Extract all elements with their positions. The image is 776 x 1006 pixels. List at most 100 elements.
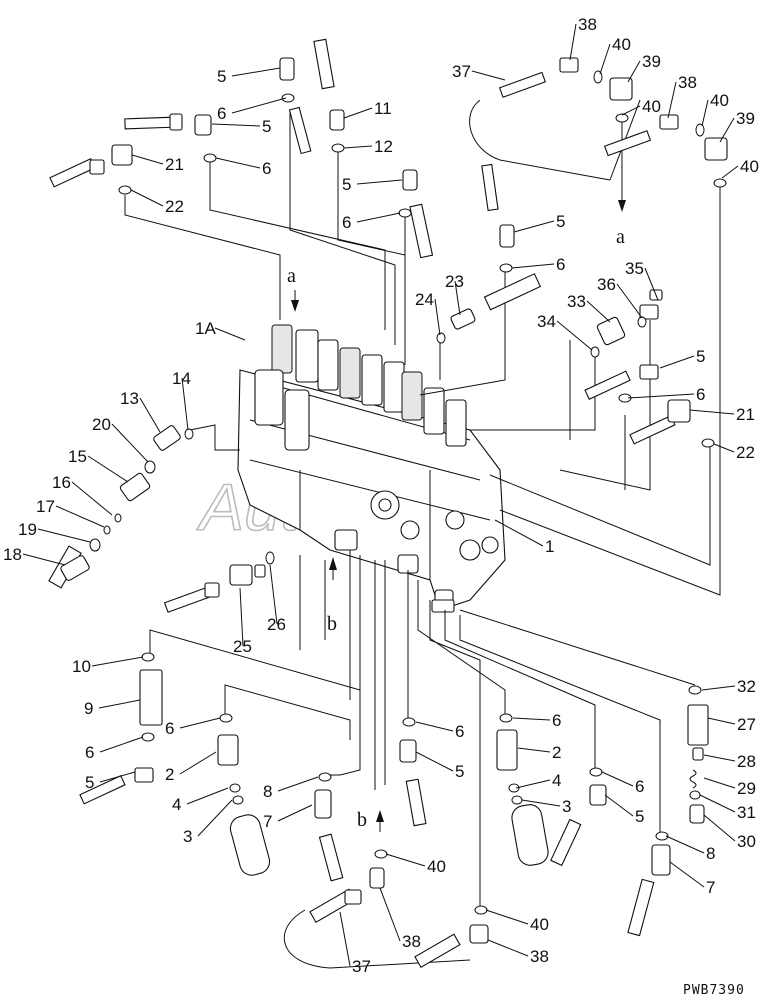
- callout-38-73: 38: [487, 939, 549, 966]
- flow-marker-b-hose: b: [357, 809, 367, 831]
- callout-label: 37: [452, 62, 471, 81]
- callout-10-43: 10: [72, 656, 144, 676]
- callout-leader: [517, 747, 551, 753]
- callout-22-16: 22: [130, 189, 184, 216]
- callout-leader: [721, 165, 739, 179]
- callout-1-40: 1: [494, 519, 554, 556]
- callout-label: 6: [552, 711, 561, 730]
- callout-19-38: 19: [18, 520, 91, 543]
- callout-label: 28: [737, 752, 756, 771]
- control-valve-body: [237, 324, 506, 613]
- callout-leader: [665, 835, 705, 854]
- callout-1A-27: 1A: [195, 319, 246, 341]
- component-parts: [48, 38, 728, 968]
- callout-20-34: 20: [92, 415, 149, 463]
- callout-label: 19: [18, 520, 37, 539]
- callout-label: 3: [183, 827, 192, 846]
- callout-6-53: 6: [415, 721, 464, 741]
- callout-5-17: 5: [342, 175, 403, 194]
- callout-label: 6: [217, 104, 226, 123]
- callout-label: 22: [165, 197, 184, 216]
- callout-leader: [139, 397, 161, 433]
- callout-2-56: 2: [517, 743, 561, 762]
- callout-leader: [231, 67, 281, 77]
- callout-label: 37: [352, 957, 371, 976]
- callout-29-64: 29: [703, 777, 756, 798]
- callout-leader: [186, 787, 229, 805]
- callout-label: 36: [597, 275, 616, 294]
- callout-leader: [599, 43, 611, 75]
- callout-17-37: 17: [36, 497, 105, 528]
- callout-5-48: 5: [85, 771, 136, 792]
- callout-leader: [22, 553, 66, 566]
- callout-leader: [699, 794, 736, 813]
- callout-label: 5: [635, 807, 644, 826]
- callout-32-61: 32: [701, 677, 756, 696]
- callout-leader: [181, 377, 189, 431]
- callout-label: 15: [68, 447, 87, 466]
- callout-label: 31: [737, 803, 756, 822]
- callout-leader: [659, 355, 695, 369]
- callout-6-10: 6: [217, 97, 287, 123]
- callout-3-50: 3: [183, 799, 233, 846]
- callout-label: 26: [267, 615, 286, 634]
- callout-label: 40: [427, 857, 446, 876]
- callout-label: 40: [530, 915, 549, 934]
- callout-label: 8: [706, 844, 715, 863]
- callout-leader: [379, 887, 401, 942]
- callout-label: 11: [374, 99, 392, 118]
- callout-label: 21: [736, 405, 755, 424]
- callout-37-71: 37: [339, 911, 371, 976]
- flow-marker-a-hose: a: [616, 226, 625, 248]
- o-rings: [89, 70, 727, 915]
- callout-label: 12: [374, 137, 393, 156]
- callout-leader: [512, 717, 551, 721]
- flow-arrows: a a b b: [287, 190, 626, 832]
- callout-label: 39: [642, 52, 661, 71]
- callout-leader: [215, 157, 261, 169]
- callout-22-33: 22: [713, 443, 755, 462]
- callout-label: 14: [172, 369, 191, 388]
- callout-leader: [434, 298, 441, 336]
- callout-leader: [703, 777, 736, 789]
- callout-leader: [339, 911, 351, 967]
- callout-2-47: 2: [165, 751, 217, 784]
- callout-leader: [556, 320, 593, 351]
- callout-6-46: 6: [85, 736, 144, 762]
- callout-leader: [343, 107, 373, 119]
- callout-4-49: 4: [172, 787, 229, 814]
- callout-leader: [703, 814, 736, 842]
- callout-5-9: 5: [217, 67, 281, 86]
- callout-leader: [231, 97, 287, 114]
- callout-leader: [99, 736, 144, 753]
- callout-leader: [239, 587, 244, 647]
- callout-leader: [569, 23, 577, 61]
- callout-8-51: 8: [263, 776, 319, 801]
- callout-label: 38: [578, 15, 597, 34]
- callout-30-66: 30: [703, 814, 756, 851]
- callout-leader: [719, 117, 735, 143]
- callout-label: 27: [737, 715, 756, 734]
- callout-label: 1: [545, 537, 554, 556]
- drawing-number: PWB7390: [683, 983, 745, 998]
- callout-leader: [689, 409, 735, 415]
- callout-label: 5: [455, 762, 464, 781]
- callout-leader: [701, 99, 709, 127]
- callout-label: 38: [530, 947, 549, 966]
- callout-label: 4: [552, 771, 561, 790]
- callout-label: 13: [120, 389, 139, 408]
- callout-4-57: 4: [515, 771, 561, 790]
- callout-label: 40: [740, 157, 759, 176]
- callout-39-7: 39: [719, 109, 755, 143]
- callout-leader: [703, 754, 736, 762]
- callout-leader: [211, 123, 261, 127]
- callout-36-24: 36: [597, 275, 643, 319]
- callout-label: 40: [642, 97, 661, 116]
- callout-40-72: 40: [485, 909, 549, 934]
- callout-leader: [269, 564, 278, 625]
- callout-leader: [98, 699, 141, 709]
- callout-label: 22: [736, 443, 755, 462]
- callout-label: 38: [678, 73, 697, 92]
- callout-label: 5: [556, 212, 565, 231]
- callout-leader: [179, 717, 221, 729]
